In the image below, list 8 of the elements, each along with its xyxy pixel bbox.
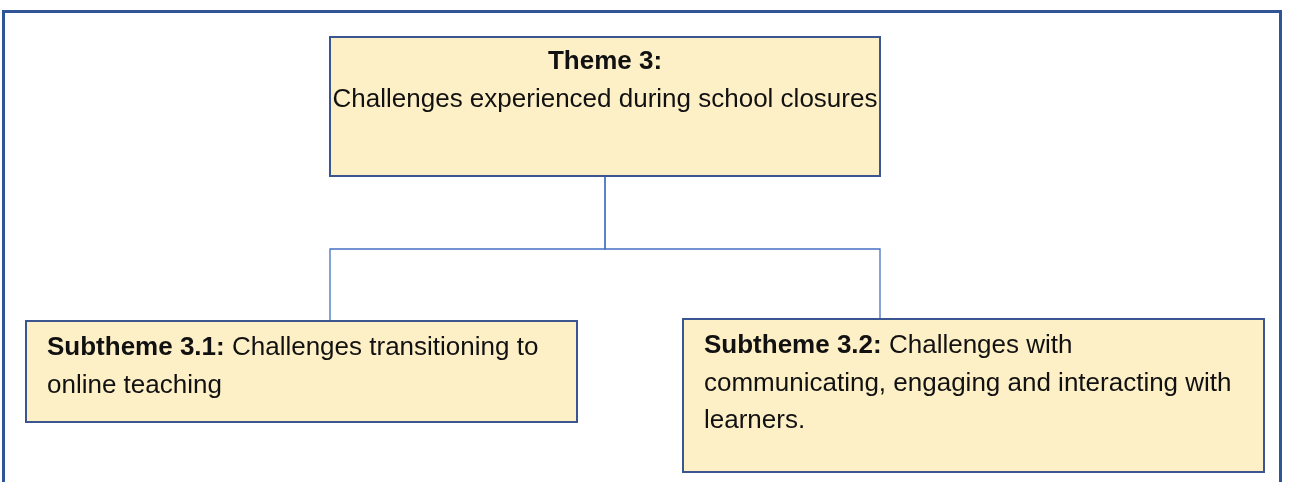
box-text: Subtheme 3.2: Challenges with communicating, engaging and interacting with learners. (704, 328, 1233, 437)
box-text: Subtheme 3.1: Challenges transitioning to online teaching (47, 330, 540, 401)
connector-line (604, 176, 881, 319)
box-text: Challenges experienced during school closures (331, 81, 879, 115)
subtheme-box (25, 320, 578, 423)
subtheme-box (682, 318, 1265, 473)
theme-heading: Theme 3: (546, 44, 664, 77)
theme-box (329, 36, 881, 177)
